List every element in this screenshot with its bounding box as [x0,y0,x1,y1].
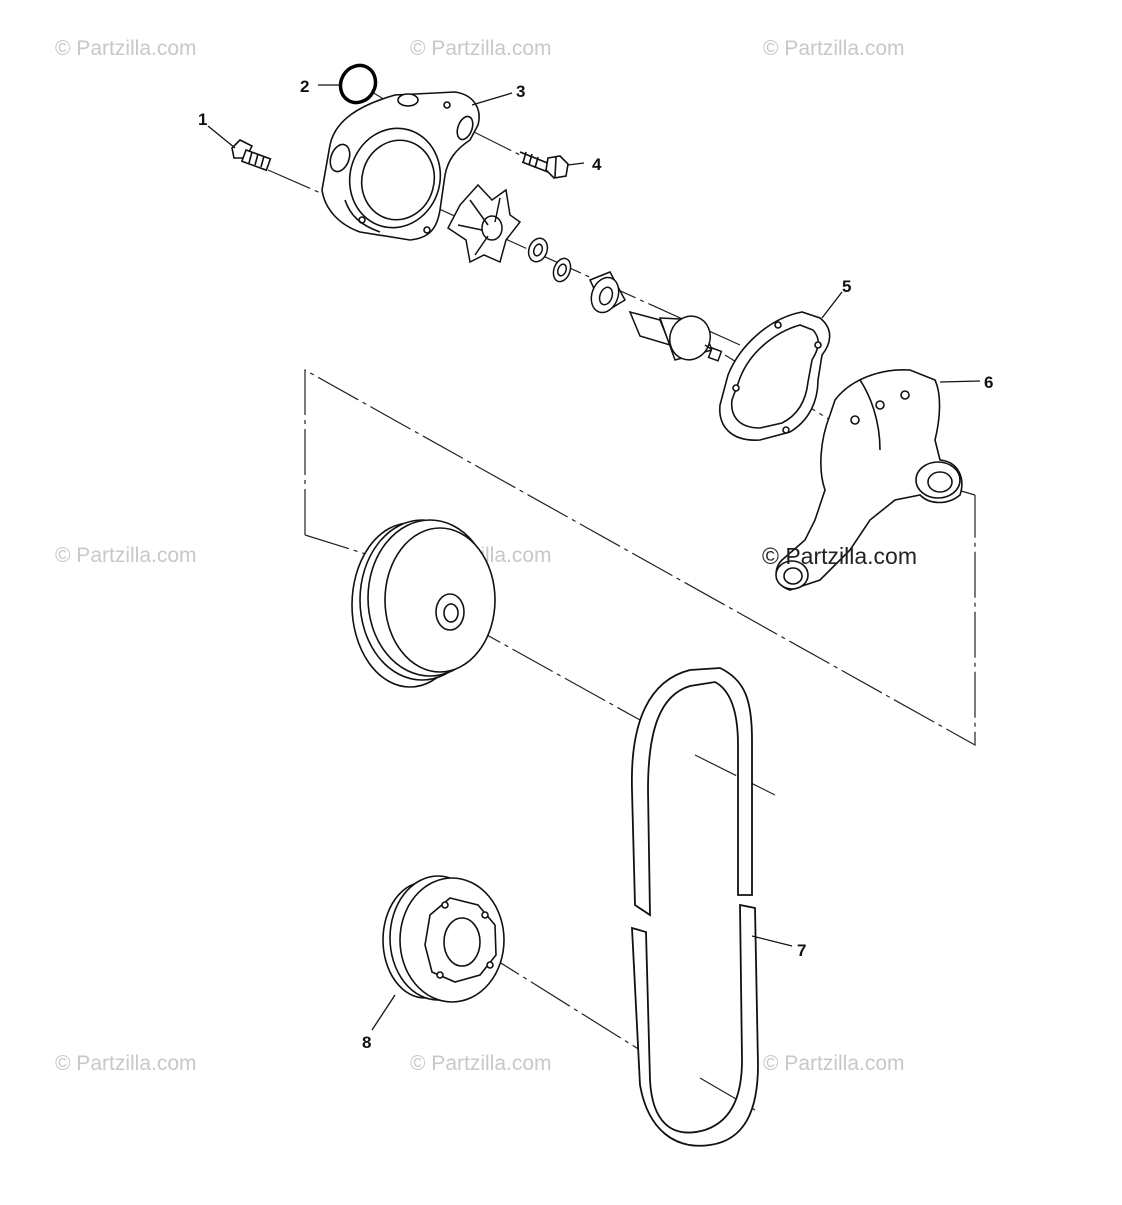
leader-line [567,162,585,166]
callout-1[interactable]: 1 [198,110,207,129]
leader-line [207,125,236,149]
main-watermark: © Partzilla.com [762,543,917,569]
callout-6[interactable]: 6 [984,373,993,392]
watermark: © Partzilla.com [410,37,552,60]
watermark: © Partzilla.com [55,37,197,60]
large-pulley [351,519,496,688]
leader-line [471,92,513,106]
part-belt-7[interactable] [631,667,759,1147]
part-bolt-1[interactable] [231,139,272,172]
leader-line [821,291,843,319]
watermark: © Partzilla.com [410,1052,552,1075]
part-pump-body-6[interactable] [775,369,963,591]
leader-lines [207,84,981,1031]
leader-line [751,935,793,947]
callout-8[interactable]: 8 [362,1033,371,1052]
watermark-layer: © Partzilla.com © Partzilla.com © Partzi… [55,37,905,1075]
callout-4[interactable]: 4 [592,155,602,174]
watermark: © Partzilla.com [763,37,905,60]
callout-7[interactable]: 7 [797,941,806,960]
leader-line [371,994,396,1031]
part-pump-housing-3[interactable] [321,91,480,241]
callout-2[interactable]: 2 [300,77,309,96]
seal-and-shaft [527,237,723,362]
part-gasket-5[interactable] [719,311,831,441]
assembly-line [479,949,641,1051]
assembly-line [459,619,641,721]
part-o-ring-2[interactable] [334,59,382,109]
callout-5[interactable]: 5 [842,277,851,296]
impeller [447,183,522,264]
watermark: © Partzilla.com [55,1052,197,1075]
watermark: © Partzilla.com [55,544,197,567]
assembly-line [694,754,776,796]
part-small-pulley-8[interactable] [382,875,505,1003]
part-bolt-4[interactable] [519,151,569,179]
callout-3[interactable]: 3 [516,82,525,101]
assembly-line [304,368,976,747]
leader-line [939,380,981,383]
watermark: © Partzilla.com [763,1052,905,1075]
callouts: 1 2 3 4 5 6 7 8 [198,77,993,1052]
assembly-line [469,129,521,156]
